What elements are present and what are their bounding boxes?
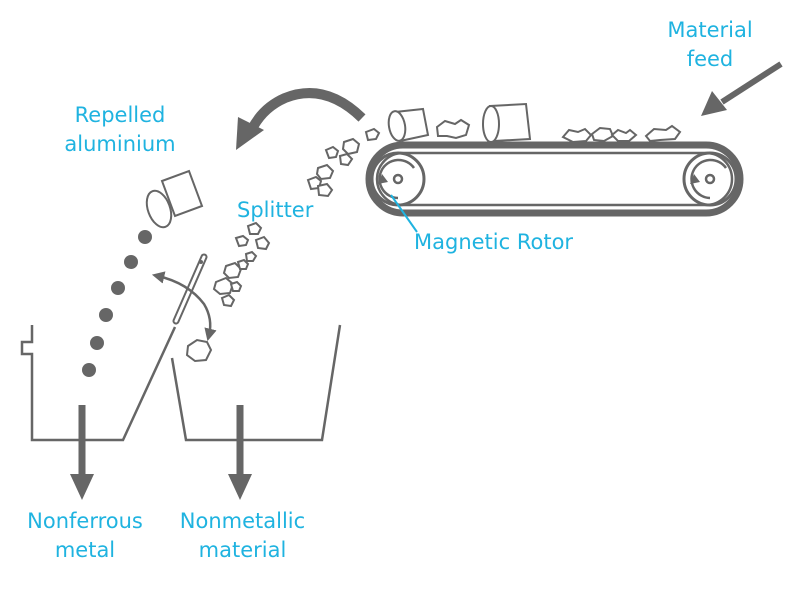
repel-direction-arrow-icon bbox=[236, 88, 366, 150]
splitter-adjust-arrow-icon bbox=[151, 271, 217, 342]
magnetic-rotor bbox=[370, 151, 426, 207]
nonferrous-bin bbox=[20, 325, 177, 442]
nonmetallic-output-arrow-icon bbox=[228, 405, 252, 500]
falling-nonmetallic-fragments bbox=[185, 127, 381, 363]
material-on-belt bbox=[387, 102, 682, 144]
splitter-label: Splitter bbox=[237, 198, 314, 222]
rotation-arrow-icon bbox=[690, 158, 728, 200]
conveyor-belt bbox=[365, 141, 744, 217]
aluminium-trajectory-dots bbox=[82, 230, 152, 377]
nonferrous-metal-label: Nonferrous metal bbox=[27, 509, 143, 562]
magnetic-rotor-label: Magnetic Rotor bbox=[414, 230, 574, 254]
nonmetallic-bin bbox=[170, 324, 342, 442]
nonmetallic-material-label: Nonmetallic material bbox=[179, 509, 306, 562]
magnetic-rotor-pointer bbox=[390, 194, 418, 233]
material-feed-arrow-icon bbox=[701, 61, 783, 116]
rotation-arrow-icon bbox=[378, 158, 416, 200]
material-feed-label: Material feed bbox=[667, 18, 753, 71]
repelled-aluminium-label: Repelled aluminium bbox=[64, 103, 176, 156]
nonferrous-output-arrow-icon bbox=[70, 405, 94, 500]
drive-pulley bbox=[682, 151, 738, 207]
repelled-aluminium-can bbox=[145, 169, 204, 229]
